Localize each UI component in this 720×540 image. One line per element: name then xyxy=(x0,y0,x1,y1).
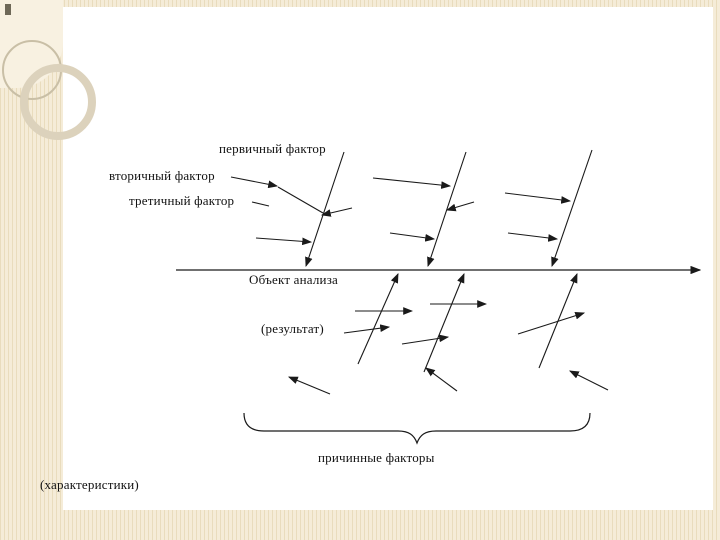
label-analysis-object: Объект анализа xyxy=(249,272,339,287)
lower-bones xyxy=(287,272,609,395)
label-secondary-factor: вторичный фактор xyxy=(109,168,215,183)
curly-brace xyxy=(243,412,591,445)
label-causal-factors: причинные факторы xyxy=(318,450,435,465)
label-characteristics: (характеристики) xyxy=(40,477,139,492)
label-result: (результат) xyxy=(261,321,324,336)
decor-ring-icon xyxy=(20,64,96,140)
label-tertiary-factor: третичный фактор xyxy=(129,193,235,208)
upper-bones xyxy=(230,149,593,268)
label-primary-factor: первичный фактор xyxy=(219,141,326,156)
slide-content-panel xyxy=(63,7,713,510)
decor-dot xyxy=(5,4,11,15)
